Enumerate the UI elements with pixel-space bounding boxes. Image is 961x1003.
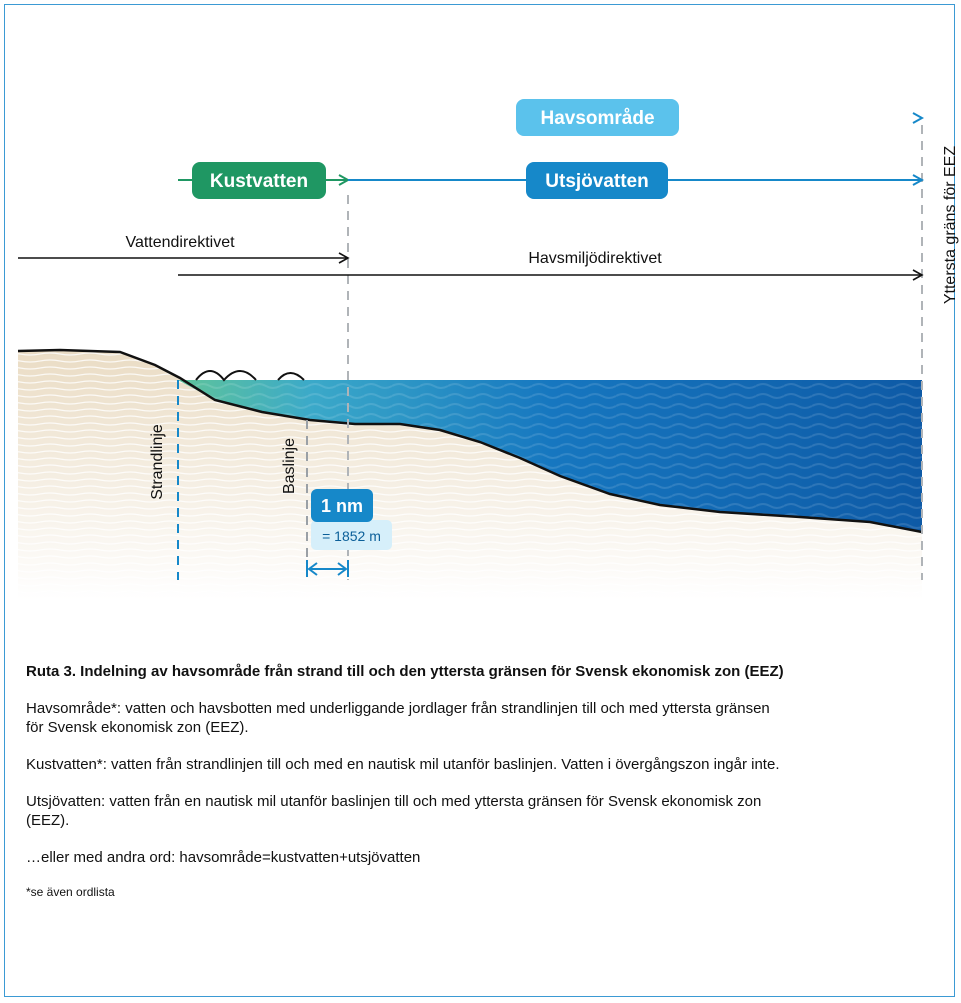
nm-measure-head-left <box>307 562 318 576</box>
kustvatten-badge <box>192 162 326 199</box>
vattendirektivet-label: Vattendirektivet <box>125 234 235 251</box>
caption-paragraph-kustvatten: Kustvatten*: vatten från strandlinjen ti… <box>26 756 780 773</box>
havsomrade-label: Havsområde <box>540 108 654 129</box>
caption-paragraph-utsjovatten: Utsjövatten: vatten från en nautisk mil … <box>26 793 762 829</box>
havsmiljodirektivet-label: Havsmiljödirektivet <box>528 250 662 267</box>
skerry-islands <box>195 370 305 382</box>
kustvatten-label: Kustvatten <box>210 171 308 192</box>
utsjovatten-label: Utsjövatten <box>545 171 648 192</box>
strandlinje-label: Strandlinje <box>149 424 166 500</box>
caption-paragraph-summary: …eller med andra ord: havsområde=kustvat… <box>26 849 421 866</box>
sand-texture <box>18 350 922 600</box>
nm-measure-head-right <box>337 562 348 576</box>
caption-paragraph-havsomrade: Havsområde*: vatten och havsbotten med u… <box>26 700 770 736</box>
sea-waves <box>178 380 922 532</box>
nm-value-label: 1 nm <box>321 496 363 516</box>
figure-caption: Ruta 3. Indelning av havsområde från str… <box>26 662 786 920</box>
caption-footnote: *se även ordlista <box>26 885 115 899</box>
nm-meters-label: = 1852 m <box>322 528 381 544</box>
utsjovatten-badge <box>526 162 668 199</box>
figure-frame <box>4 4 955 997</box>
nm-badge <box>311 489 373 522</box>
caption-title: Ruta 3. Indelning av havsområde från str… <box>26 663 784 680</box>
havsomrade-badge <box>516 99 679 136</box>
nm-meters-badge <box>311 520 392 550</box>
baslinje-label: Baslinje <box>281 438 298 494</box>
sea-zones-diagram: Havsområde Kustvatten Utsjövatten Vatten… <box>17 99 959 600</box>
eez-boundary-label: Yttersta gräns för EEZ <box>942 146 959 305</box>
seabed-line <box>17 348 923 534</box>
